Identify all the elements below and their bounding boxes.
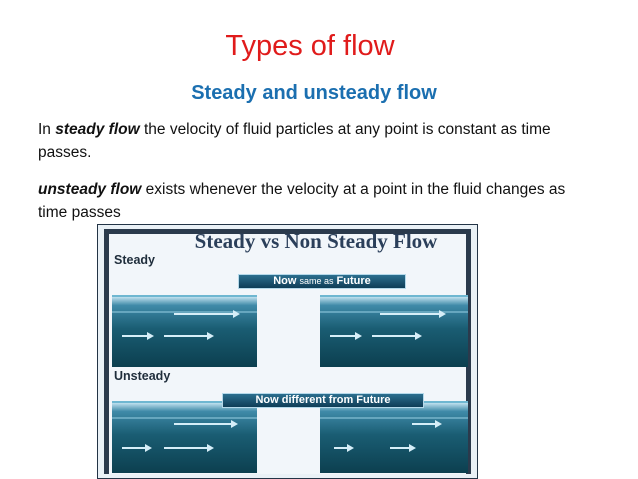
unsteady-banner: Now different from Future (222, 393, 424, 408)
flow-arrow-icon (380, 310, 446, 318)
unsteady-now-panel (112, 401, 257, 473)
steady-future-panel (320, 295, 468, 367)
flow-arrow-icon (334, 444, 354, 452)
diagram-title: Steady vs Non Steady Flow (194, 229, 438, 253)
flow-arrow-icon (390, 444, 416, 452)
steady-label: Steady (114, 253, 155, 267)
slide-title: Types of flow (225, 30, 395, 62)
water-surface (320, 417, 468, 419)
flow-arrow-icon (372, 332, 422, 340)
slide-subtitle: Steady and unsteady flow (191, 82, 437, 104)
steady-flow-term: steady flow (55, 121, 140, 138)
steady-banner: Now same as Future (238, 274, 406, 289)
water-surface (112, 417, 257, 419)
text-segment: In (38, 121, 56, 138)
flow-arrow-icon (164, 332, 214, 340)
flow-arrow-icon (164, 444, 214, 452)
water-surface (320, 311, 468, 313)
flow-arrow-icon (174, 420, 238, 428)
banner-text: Now (273, 275, 300, 287)
unsteady-flow-term: unsteady flow (38, 181, 142, 198)
water-surface (112, 311, 257, 313)
unsteady-future-panel (320, 401, 468, 473)
unsteady-flow-definition: unsteady flow exists whenever the veloci… (38, 178, 598, 224)
flow-arrow-icon (330, 332, 362, 340)
banner-text: same as (299, 276, 334, 286)
banner-text: Future (333, 275, 371, 287)
flow-diagram-image: Steady vs Non Steady Flow Steady Unstead… (97, 224, 478, 479)
text-segment: the velocity of fluid particles at any p… (38, 121, 551, 161)
flow-arrow-icon (174, 310, 240, 318)
text-segment: exists whenever the velocity at a point … (38, 181, 566, 221)
flow-arrow-icon (412, 420, 442, 428)
steady-now-panel (112, 295, 257, 367)
flow-arrow-icon (122, 332, 154, 340)
steady-flow-definition: In steady flow the velocity of fluid par… (38, 118, 598, 164)
unsteady-label: Unsteady (114, 369, 171, 383)
flow-arrow-icon (122, 444, 152, 452)
